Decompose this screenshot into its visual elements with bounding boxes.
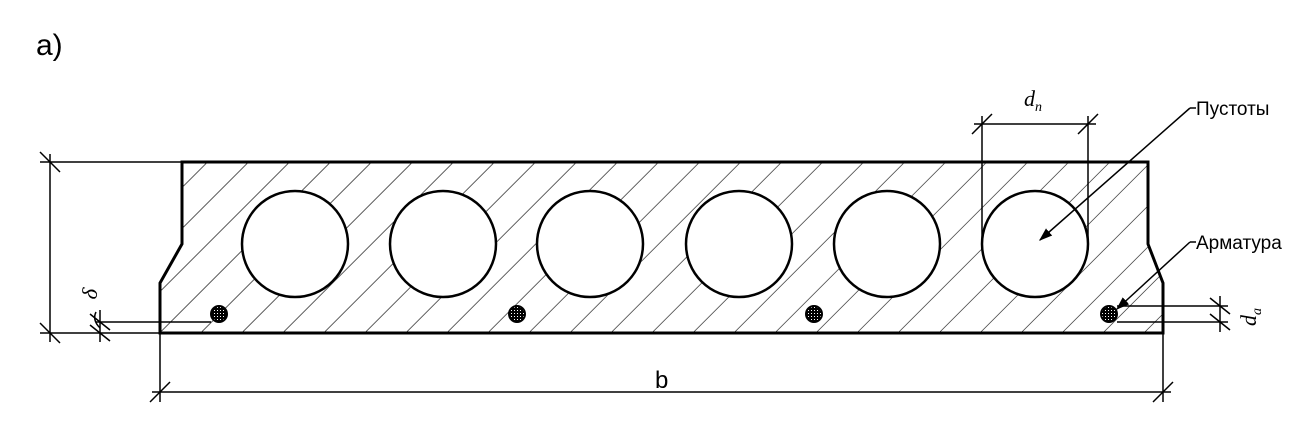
rebar-diameter-label: dа: [1236, 308, 1265, 326]
reinforcement-leader: [1116, 241, 1196, 310]
rebar-dot: [1100, 305, 1118, 323]
void-diameter-label: dп: [1024, 86, 1042, 115]
width-label: b: [655, 367, 668, 394]
void-diameter-subscript: п: [1035, 100, 1042, 115]
void-circle: [388, 189, 498, 299]
rebars-group: [210, 305, 1118, 323]
rebar-dot: [210, 305, 228, 323]
rebar-diameter-symbol: d: [1236, 314, 1261, 326]
rebar-dot: [805, 305, 823, 323]
cover-dimension: [89, 310, 211, 342]
voids-label: Пустоты: [1196, 99, 1269, 120]
void-circle: [240, 189, 350, 299]
void-diameter-dimension: [971, 113, 1099, 244]
void-circle: [980, 189, 1090, 299]
cover-label: δ: [76, 286, 103, 301]
width-dimension: [149, 333, 1174, 403]
voids-group: [240, 189, 1090, 299]
voids-leader: [1038, 107, 1196, 241]
void-circle: [535, 189, 645, 299]
rebar-diameter-subscript: а: [1250, 308, 1265, 315]
void-circle: [684, 189, 794, 299]
figure-label: а): [36, 29, 63, 62]
reinforcement-label: Арматура: [1196, 233, 1282, 254]
void-circle: [832, 189, 942, 299]
void-diameter-symbol: d: [1024, 86, 1036, 111]
height-dimension: [39, 151, 182, 344]
rebar-dot: [508, 305, 526, 323]
rebar-diameter-dimension: [1117, 296, 1231, 332]
